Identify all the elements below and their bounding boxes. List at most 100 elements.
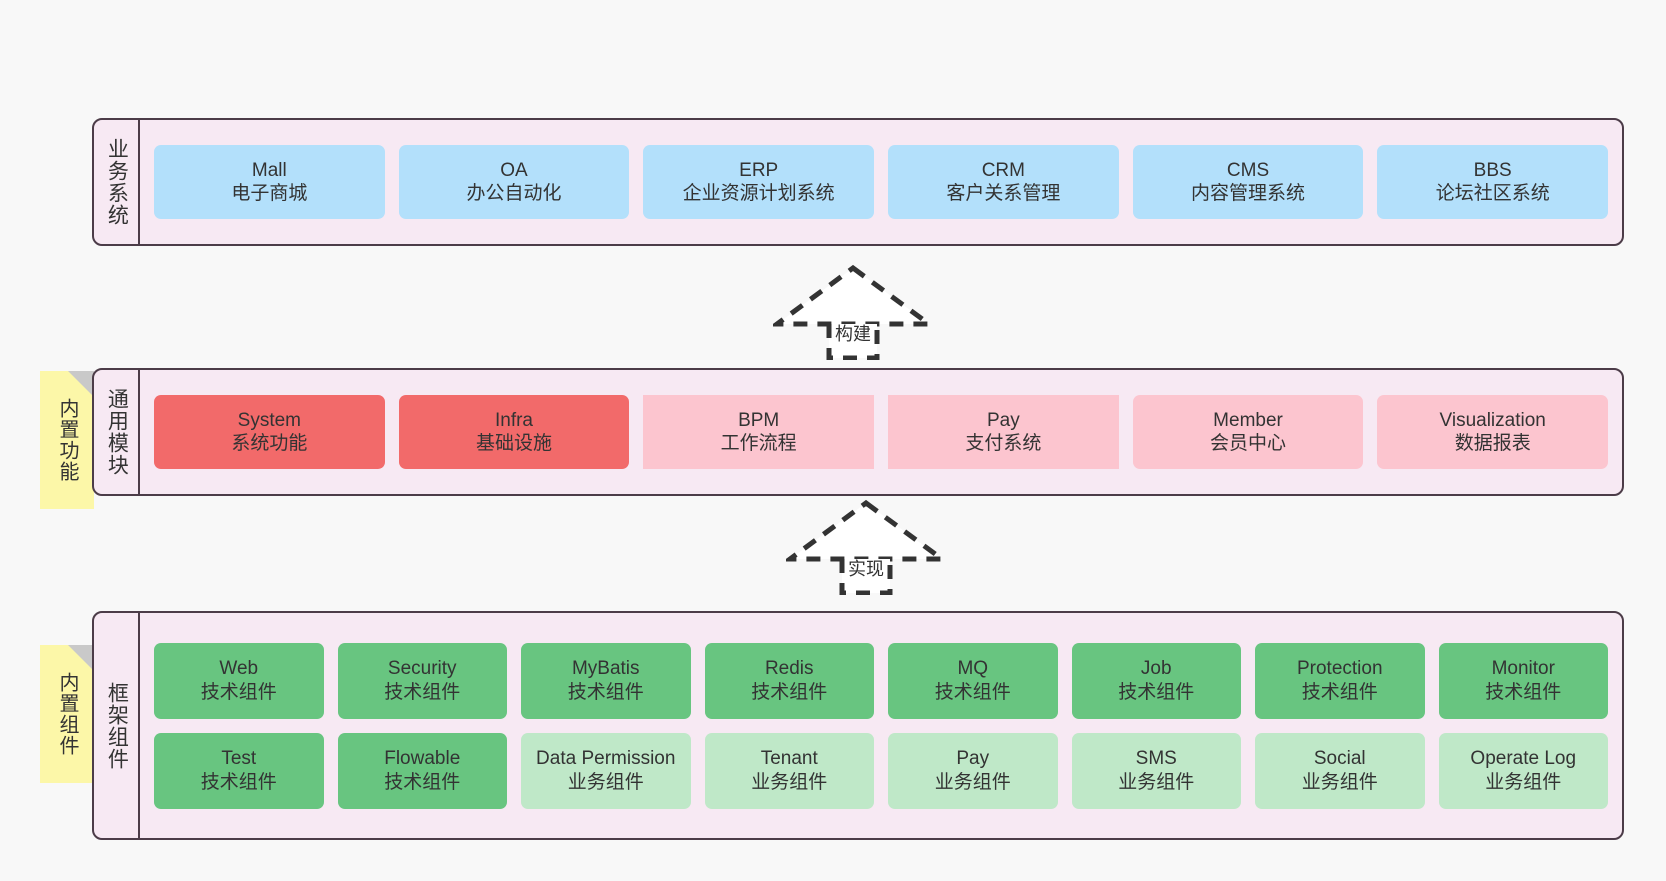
node-infra[interactable]: Infra 基础设施 [398,395,630,469]
node-test[interactable]: Test 技术组件 [154,732,324,809]
node-row: Mall 电子商城 OA 办公自动化 ERP 企业资源计划系统 CRM 客户关系… [154,145,1609,219]
node-desc: 技术组件 [200,681,277,703]
node-desc: 工作流程 [720,433,797,454]
node-title: Tenant [760,748,818,770]
node-desc: 业务组件 [1485,771,1562,793]
layer-framework-components[interactable]: 框架组件 Web 技术组件 Security 技术组件 MyBatis 技术组件… [92,611,1624,840]
layer-title-business: 业务系统 [94,120,140,244]
node-desc: 数据报表 [1454,433,1531,454]
node-title: Visualization [1439,409,1546,431]
node-desc: 内容管理系统 [1191,183,1306,204]
arrow-head [786,499,946,562]
node-desc: 业务组件 [1118,771,1195,793]
node-pay-business[interactable]: Pay 业务组件 [888,732,1058,809]
node-title: Infra [494,409,534,431]
node-title: System [237,409,302,431]
dashed-up-arrow-icon [773,264,933,360]
node-mall[interactable]: Mall 电子商城 [154,145,385,219]
node-title: Test [221,748,257,770]
fold-corner-icon [68,645,94,671]
node-row: Test 技术组件 Flowable 技术组件 Data Permission … [154,732,1608,809]
node-mq[interactable]: MQ 技术组件 [888,642,1058,719]
node-sms[interactable]: SMS 业务组件 [1071,732,1241,809]
arrow-stem [839,559,893,595]
node-tenant[interactable]: Tenant 业务组件 [704,732,874,809]
layer-title-common: 通用模块 [94,370,140,494]
node-visualization[interactable]: Visualization 数据报表 [1377,395,1609,469]
node-desc: 电子商城 [231,183,308,204]
node-monitor[interactable]: Monitor 技术组件 [1438,642,1608,719]
node-security[interactable]: Security 技术组件 [337,642,507,719]
node-crm[interactable]: CRM 客户关系管理 [888,145,1119,219]
node-title: Job [1140,658,1172,680]
node-title: Protection [1296,658,1383,680]
node-title: Operate Log [1470,748,1577,770]
node-desc: 论坛社区系统 [1435,183,1550,204]
node-desc: 办公自动化 [466,183,562,204]
node-bbs[interactable]: BBS 论坛社区系统 [1377,145,1609,219]
node-title: Data Permission [536,748,676,770]
node-protection[interactable]: Protection 技术组件 [1255,642,1425,719]
node-desc: 技术组件 [384,771,461,793]
node-pay[interactable]: Pay 支付系统 [888,395,1119,469]
node-title: Redis [764,658,814,680]
node-title: MQ [957,658,989,680]
node-title: SMS [1135,748,1177,770]
node-title: Mall [251,159,287,181]
node-title: CMS [1226,159,1270,181]
node-title: MyBatis [571,658,640,680]
node-cms[interactable]: CMS 内容管理系统 [1132,145,1364,219]
node-title: OA [500,159,528,181]
node-desc: 企业资源计划系统 [682,183,835,204]
node-desc: 技术组件 [751,681,828,703]
node-desc: 支付系统 [965,433,1042,454]
node-social[interactable]: Social 业务组件 [1255,732,1425,809]
node-desc: 会员中心 [1210,433,1287,454]
node-title: Social [1313,748,1366,770]
node-desc: 业务组件 [934,771,1011,793]
node-desc: 技术组件 [1301,681,1378,703]
layer-common-modules[interactable]: 通用模块 System 系统功能 Infra 基础设施 BPM 工作流程 Pay… [92,368,1624,496]
node-desc: 业务组件 [1301,771,1378,793]
node-title: Security [387,658,457,680]
node-desc: 业务组件 [751,771,828,793]
node-desc: 技术组件 [567,681,644,703]
node-desc: 技术组件 [1118,681,1195,703]
node-title: CRM [981,159,1025,181]
node-operate-log[interactable]: Operate Log 业务组件 [1438,732,1608,809]
fold-corner-icon [68,371,94,397]
sticky-note-builtin-features[interactable]: 内置功能 [40,371,94,509]
node-job[interactable]: Job 技术组件 [1071,642,1241,719]
sticky-note-builtin-components[interactable]: 内置组件 [40,645,94,783]
node-erp[interactable]: ERP 企业资源计划系统 [643,145,875,219]
node-title: BPM [738,409,780,431]
connector-build-arrow: 构建 [773,262,933,360]
layer-business-systems[interactable]: 业务系统 Mall 电子商城 OA 办公自动化 ERP 企业资源计划系统 CRM… [92,118,1624,246]
node-desc: 技术组件 [200,771,277,793]
node-title: BBS [1473,159,1512,181]
node-bpm[interactable]: BPM 工作流程 [643,395,875,469]
layer-body-common: System 系统功能 Infra 基础设施 BPM 工作流程 Pay 支付系统… [140,370,1622,494]
node-row: System 系统功能 Infra 基础设施 BPM 工作流程 Pay 支付系统… [154,395,1609,469]
node-oa[interactable]: OA 办公自动化 [398,145,630,219]
node-desc: 客户关系管理 [946,183,1061,204]
node-system[interactable]: System 系统功能 [154,395,385,469]
node-desc: 技术组件 [1485,681,1562,703]
node-redis[interactable]: Redis 技术组件 [704,642,874,719]
layer-body-business: Mall 电子商城 OA 办公自动化 ERP 企业资源计划系统 CRM 客户关系… [140,120,1622,244]
node-member[interactable]: Member 会员中心 [1132,395,1364,469]
node-flowable[interactable]: Flowable 技术组件 [337,732,507,809]
node-web[interactable]: Web 技术组件 [154,642,324,719]
arrow-stem [826,324,880,360]
node-desc: 业务组件 [567,771,644,793]
sticky-label: 内置组件 [56,672,78,756]
node-mybatis[interactable]: MyBatis 技术组件 [521,642,691,719]
node-desc: 技术组件 [384,681,461,703]
dashed-up-arrow-icon [786,499,946,595]
arrow-head [773,264,933,327]
node-desc: 技术组件 [934,681,1011,703]
node-title: Flowable [384,748,461,770]
node-title: Web [219,658,259,680]
node-data-permission[interactable]: Data Permission 业务组件 [521,732,691,809]
